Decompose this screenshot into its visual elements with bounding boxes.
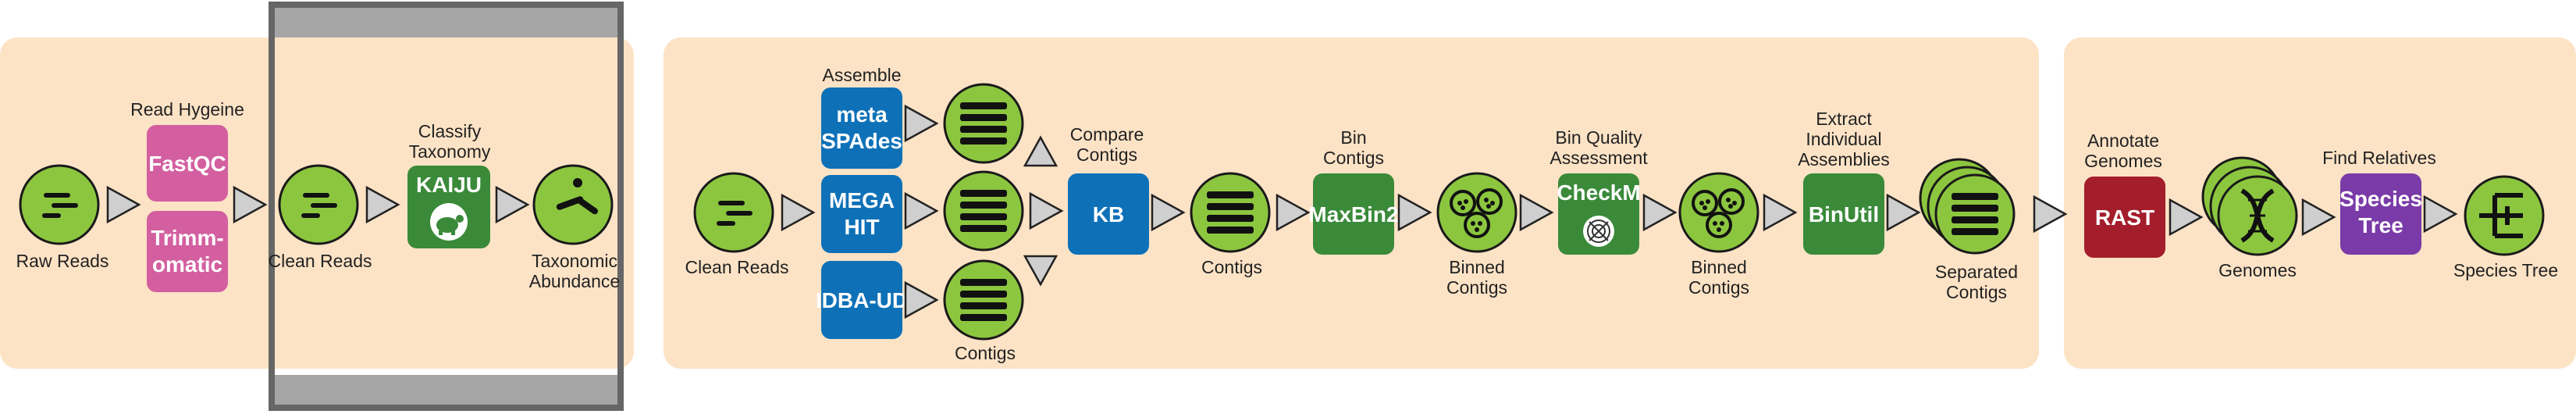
separated-contigs-node: Separated Contigs xyxy=(1919,158,2018,302)
svg-text:IDBA-UD: IDBA-UD xyxy=(816,288,908,312)
taxonomic-abundance-node: Taxonomic Abundance xyxy=(529,164,620,291)
dna-icon xyxy=(2240,188,2275,243)
taxonomy-label: Taxonomy xyxy=(409,141,491,162)
svg-text:Taxonomic: Taxonomic xyxy=(532,251,617,271)
assembly-contigs-3: Contigs xyxy=(943,259,1024,363)
assessment-label: Assessment xyxy=(1550,148,1648,168)
annotate-genomes-label: Genomes xyxy=(2084,151,2162,171)
compare-contigs-label: Contigs xyxy=(1076,145,1137,165)
annotate-label: Annotate xyxy=(2087,130,2159,151)
bin-contigs-label: Contigs xyxy=(1323,148,1384,168)
metaspades-tool[interactable]: meta SPAdes xyxy=(821,87,902,169)
compare-label: Compare xyxy=(1070,124,1144,145)
svg-text:Contigs: Contigs xyxy=(1688,277,1749,298)
svg-text:Contigs: Contigs xyxy=(955,343,1016,363)
assemble-label: Assemble xyxy=(823,65,902,85)
assembly-contigs-1 xyxy=(943,83,1024,164)
svg-text:SPAdes: SPAdes xyxy=(821,129,902,153)
individual-label: Individual xyxy=(1806,129,1881,149)
svg-text:Species: Species xyxy=(2339,187,2422,211)
bin-quality-label: Bin Quality xyxy=(1555,127,1642,148)
binned-contigs-node-1: Binned Contigs xyxy=(1436,172,1517,298)
svg-text:Contigs: Contigs xyxy=(1201,257,1262,277)
species-tree-node: Species Tree xyxy=(2453,175,2558,280)
binned-contigs-node-2: Binned Contigs xyxy=(1678,172,1759,298)
svg-text:MaxBin2: MaxBin2 xyxy=(1308,202,1398,227)
svg-text:FastQC: FastQC xyxy=(148,152,226,176)
species-tree-tool[interactable]: Species Tree xyxy=(2339,173,2422,255)
svg-text:HIT: HIT xyxy=(844,215,879,239)
assemblies-label: Assemblies xyxy=(1798,149,1890,170)
svg-text:CheckM: CheckM xyxy=(1557,180,1640,205)
svg-text:Binned: Binned xyxy=(1691,257,1747,277)
rast-tool[interactable]: RAST xyxy=(2084,177,2165,258)
svg-text:MEGA: MEGA xyxy=(829,188,895,212)
kaiju-tool[interactable]: KAIJU xyxy=(407,166,490,248)
svg-text:Trimm-: Trimm- xyxy=(151,226,223,250)
tree-icon xyxy=(2479,193,2523,238)
svg-text:KB: KB xyxy=(1093,202,1124,227)
idba-ud-tool[interactable]: IDBA-UD xyxy=(816,261,908,339)
raw-reads-node: Raw Reads xyxy=(16,164,109,271)
svg-text:omatic: omatic xyxy=(152,252,222,277)
turtle-icon xyxy=(430,203,468,241)
checkm-tool[interactable]: CheckM xyxy=(1557,173,1641,255)
highlight-frame xyxy=(269,2,624,411)
bin-label: Bin xyxy=(1340,127,1366,148)
fingerprint-icon xyxy=(1583,216,1614,247)
svg-text:Tree: Tree xyxy=(2358,213,2403,237)
kb-tool[interactable]: KB xyxy=(1068,173,1149,255)
svg-text:BinUtil: BinUtil xyxy=(1809,202,1879,227)
maxbin2-tool[interactable]: MaxBin2 xyxy=(1308,173,1399,255)
clean-reads-node-2: Clean Reads xyxy=(685,172,789,277)
trimmomatic-tool[interactable]: Trimm- omatic xyxy=(147,211,228,292)
svg-text:Species Tree: Species Tree xyxy=(2453,260,2558,280)
fastqc-tool[interactable]: FastQC xyxy=(147,125,228,202)
svg-text:Contigs: Contigs xyxy=(1446,277,1507,298)
svg-text:Abundance: Abundance xyxy=(529,271,620,291)
svg-text:Separated: Separated xyxy=(1935,262,2018,282)
clean-reads-label-1: Clean Reads xyxy=(269,251,372,271)
megahit-tool[interactable]: MEGA HIT xyxy=(821,175,902,253)
find-relatives-label: Find Relatives xyxy=(2322,148,2436,168)
panel-annotation xyxy=(2064,37,2576,369)
clean-reads-node-1: Clean Reads xyxy=(269,164,372,271)
binutil-tool[interactable]: BinUtil xyxy=(1803,173,1884,255)
genomes-node: Genomes xyxy=(2201,156,2298,280)
svg-text:meta: meta xyxy=(836,102,888,127)
raw-reads-label: Raw Reads xyxy=(16,251,109,271)
svg-text:Binned: Binned xyxy=(1449,257,1505,277)
assembly-contigs-2 xyxy=(943,170,1024,252)
svg-text:Contigs: Contigs xyxy=(1946,282,2007,302)
arrow-right xyxy=(2033,195,2067,233)
svg-text:KAIJU: KAIJU xyxy=(416,173,482,197)
arrow-up xyxy=(1023,135,1059,167)
classify-label: Classify xyxy=(418,121,482,141)
svg-text:Genomes: Genomes xyxy=(2218,260,2297,280)
dots-icon xyxy=(556,178,599,215)
clean-reads-label-2: Clean Reads xyxy=(685,257,789,277)
read-hygeine-label: Read Hygeine xyxy=(130,99,244,120)
contigs-node: Contigs xyxy=(1190,172,1271,277)
extract-label: Extract xyxy=(1816,109,1872,129)
svg-text:RAST: RAST xyxy=(2095,205,2154,230)
arrow-down xyxy=(1023,255,1059,287)
